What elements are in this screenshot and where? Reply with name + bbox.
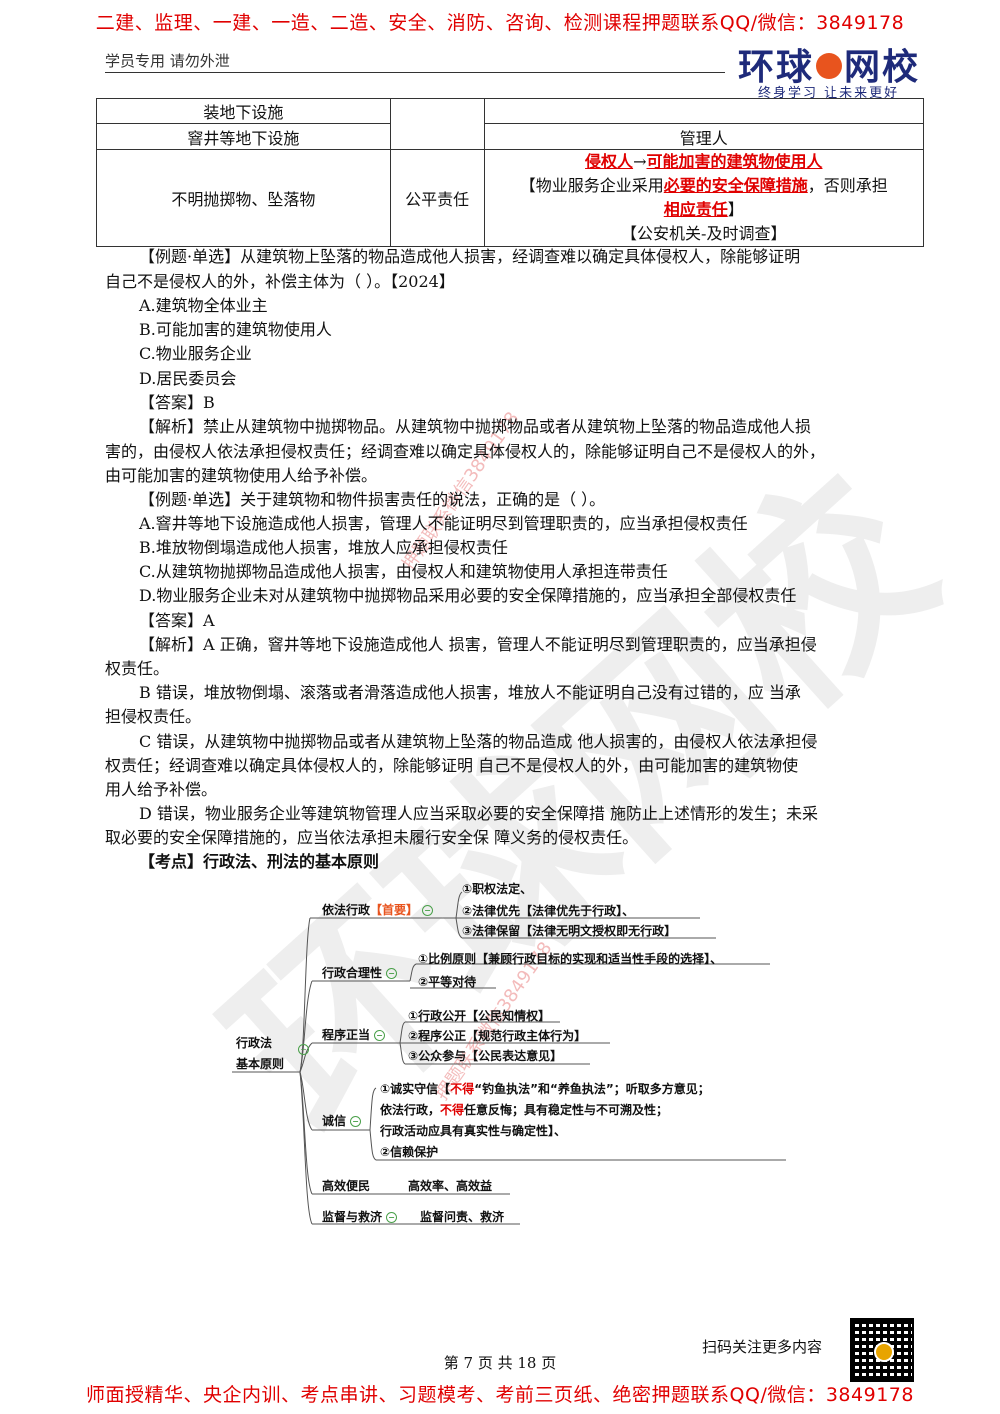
- student-note: 学员专用 请勿外泄: [105, 52, 230, 70]
- explanation: 由可能加害的建筑物使用人给予补偿。: [105, 466, 378, 485]
- mindmap-branch-efficiency: 高效便民: [322, 1179, 371, 1193]
- mindmap-branch-lawful-administration: 依法行政【首要】−: [322, 901, 434, 918]
- mindmap-leaf: ①行政公开【公民知情权】: [408, 1009, 551, 1023]
- collapse-icon[interactable]: −: [386, 1212, 398, 1223]
- mindmap-root: 行政法基本原则: [236, 1036, 285, 1071]
- mindmap-branch-reasonableness: 行政合理性−: [322, 964, 398, 981]
- bottom-promo-banner: 师面授精华、央企内训、考点串讲、习题模考、考前三页纸、绝密押题联系QQ/微信：3…: [86, 1384, 914, 1406]
- top-promo-banner: 二建、监理、一建、一造、二造、安全、消防、咨询、检测课程押题联系QQ/微信：38…: [95, 12, 905, 34]
- mindmap-leaf: ①诚实守信【不得“钓鱼执法”和“养鱼执法”；听取多方意见；: [380, 1082, 710, 1096]
- question-text: 自己不是侵权人的外，补偿主体为（ ）。【2024】: [105, 272, 455, 291]
- option-a: A.窨井等地下设施造成他人损害，管理人不能证明尽到管理职责的，应当承担侵权责任: [139, 514, 748, 533]
- explanation: C 错误，从建筑物中抛掷物品或者从建筑物上坠落的物品造成 他人损害的，由侵权人依…: [139, 732, 818, 751]
- mindmap-branch-good-faith: 诚信−: [322, 1112, 362, 1129]
- key-point-heading: 【考点】行政法、刑法的基本原则: [139, 852, 380, 871]
- question-text: 【例题·单选】关于建筑物和物件损害责任的说法，正确的是（ ）。: [139, 490, 606, 509]
- page-number: 第 7 页 共 18 页: [443, 1354, 557, 1372]
- explanation: 用人给予补偿。: [105, 780, 218, 799]
- mindmap-leaf: ①比例原则【兼顾行政目标的实现和适当性手段的选择】、: [418, 952, 723, 966]
- explanation: 【解析】A 正确，窨井等地下设施造成他人 损害，管理人不能证明尽到管理职责的，应…: [139, 635, 817, 654]
- brand-slogan: 终身学习 让未来更好: [758, 86, 900, 101]
- option-b: B.可能加害的建筑物使用人: [139, 320, 332, 339]
- explanation: D 错误，物业服务企业等建筑物管理人应当采取必要的安全保障措 施防止上述情形的发…: [139, 804, 819, 823]
- option-b: B.堆放物倒塌造成他人损害，堆放人应承担侵权责任: [139, 538, 508, 557]
- answer: 【答案】A: [139, 611, 215, 630]
- mindmap-leaf: 依法行政，不得任意反悔；具有稳定性与不可溯及性；: [380, 1103, 669, 1117]
- mindmap-branch-supervision: 监督与救济−: [322, 1208, 398, 1225]
- collapse-icon[interactable]: −: [422, 905, 434, 916]
- option-c: C.从建筑物抛掷物品造成他人损害，由侵权人和建筑物使用人承担连带责任: [139, 562, 668, 581]
- explanation: 权责任；经调查难以确定具体侵权人的，除能够证明 自己不是侵权人的外，由可能加害的…: [105, 756, 799, 775]
- mindmap-leaf: 高效率、高效益: [408, 1179, 493, 1193]
- explanation: B 错误，堆放物倒塌、滚落或者滑落造成他人损害，堆放人不能证明自己没有过错的，应…: [139, 683, 801, 702]
- header-divider: [105, 72, 725, 73]
- collapse-icon[interactable]: −: [374, 1030, 386, 1041]
- mindmap-leaf: 行政活动应具有真实性与确定性】、: [380, 1124, 567, 1138]
- table-cell: [483, 98, 925, 124]
- mindmap-leaf: ②法律优先【法律优先于行政】、: [462, 904, 635, 918]
- mindmap-leaf: ①职权法定、: [462, 882, 533, 896]
- mindmap-leaf: ②程序公正【规范行政主体行为】: [408, 1029, 587, 1043]
- answer: 【答案】B: [139, 393, 215, 412]
- collapse-icon[interactable]: −: [298, 1044, 309, 1055]
- explanation: 【解析】禁止从建筑物中抛掷物品。从建筑物中抛掷物品或者从建筑物上坠落的物品造成他…: [139, 417, 812, 436]
- qr-code-icon: [850, 1318, 914, 1382]
- explanation: 担侵权责任。: [105, 707, 202, 726]
- collapse-icon[interactable]: −: [386, 968, 398, 979]
- table-cell: 窨井等地下设施: [96, 123, 391, 150]
- explanation: 权责任。: [105, 659, 170, 678]
- explanation: 取必要的安全保障措施的，应当依法承担未履行安全保 障义务的侵权责任。: [105, 828, 639, 847]
- mindmap-leaf: 监督问责、救济: [420, 1210, 505, 1224]
- scan-prompt: 扫码关注更多内容: [702, 1338, 823, 1356]
- option-d: D.物业服务企业未对从建筑物中抛掷物品采用必要的安全保障措施的，应当承担全部侵权…: [139, 586, 797, 605]
- table-cell: 不明抛掷物、坠落物: [96, 149, 391, 247]
- mindmap-leaf: ③公众参与【公民表达意见】: [408, 1049, 563, 1063]
- brand-logo: 环球网校: [738, 47, 921, 88]
- collapse-icon[interactable]: −: [350, 1116, 362, 1127]
- mindmap-leaf: ②信赖保护: [380, 1145, 439, 1159]
- logo-play-icon: [816, 53, 843, 79]
- table-cell: 管理人: [483, 123, 925, 150]
- option-a: A.建筑物全体业主: [139, 296, 268, 315]
- table-cell-detail: 侵权人→可能加害的建筑物使用人 【物业服务企业采用必要的安全保障措施，否则承担 …: [483, 149, 925, 247]
- mindmap-branch-due-process: 程序正当−: [322, 1026, 386, 1043]
- mindmap-leaf: ③法律保留【法律无明文授权即无行政】: [462, 924, 677, 938]
- option-c: C.物业服务企业: [139, 344, 252, 363]
- table-cell: 装地下设施: [96, 98, 391, 124]
- explanation: 害的，由侵权人依法承担侵权责任；经调查难以确定具体侵权人的，除能够证明自己不是侵…: [105, 442, 826, 461]
- mindmap-leaf: ②平等对待: [418, 975, 477, 989]
- question-text: 【例题·单选】从建筑物上坠落的物品造成他人损害，经调查难以确定具体侵权人，除能够…: [139, 247, 801, 266]
- option-d: D.居民委员会: [139, 369, 237, 388]
- liability-table: 装地下设施 窨井等地下设施 管理人 不明抛掷物、坠落物 公平责任 侵权人→可能加…: [96, 98, 925, 247]
